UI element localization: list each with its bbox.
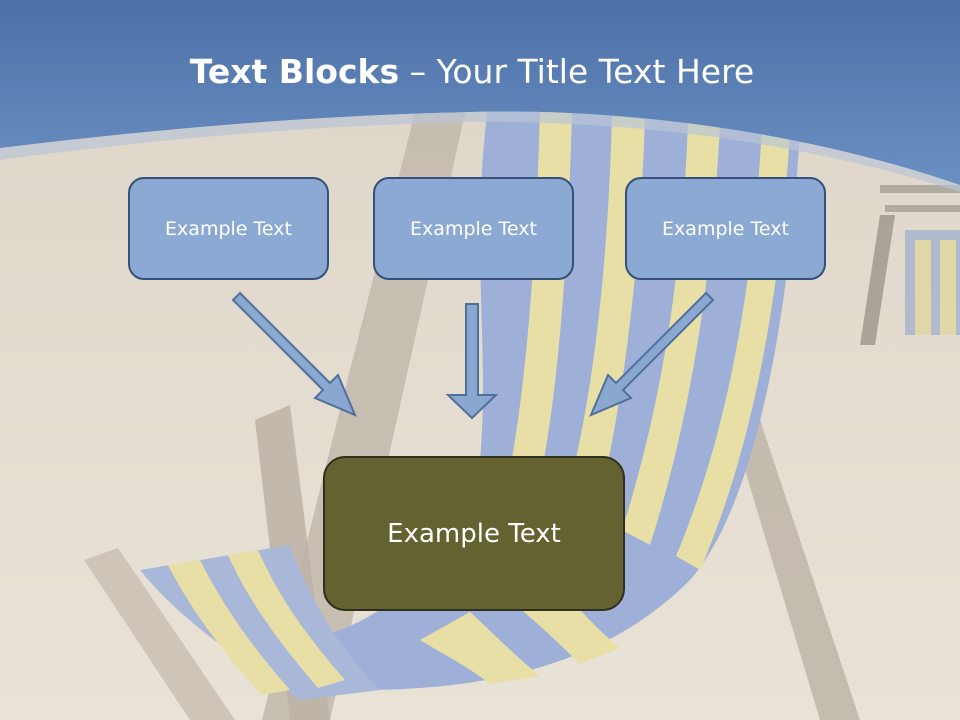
text-block-1-label: Example Text xyxy=(165,217,292,240)
text-block-2-label: Example Text xyxy=(410,217,537,240)
arrow-center-down xyxy=(445,303,499,420)
text-block-main-label: Example Text xyxy=(387,518,561,549)
header-band xyxy=(0,0,960,185)
text-block-3[interactable]: Example Text xyxy=(625,177,826,280)
slide-title: Text Blocks – Your Title Text Here xyxy=(0,52,944,91)
text-block-1[interactable]: Example Text xyxy=(128,177,329,280)
title-bold-part: Text Blocks xyxy=(189,52,400,91)
text-block-3-label: Example Text xyxy=(662,217,789,240)
arrow-right-diagonal xyxy=(589,291,715,417)
chair-frame-right xyxy=(730,420,860,720)
title-rest: Your Title Text Here xyxy=(436,52,755,91)
chair-frame-front xyxy=(84,548,235,720)
chair-canvas-lower-stripes xyxy=(168,550,345,695)
arrow-left-diagonal xyxy=(231,291,357,417)
text-block-main[interactable]: Example Text xyxy=(323,456,625,611)
text-block-2[interactable]: Example Text xyxy=(373,177,574,280)
header-band-sea xyxy=(0,111,960,192)
title-dash: – xyxy=(399,52,437,91)
distant-deck-chairs xyxy=(860,185,960,345)
